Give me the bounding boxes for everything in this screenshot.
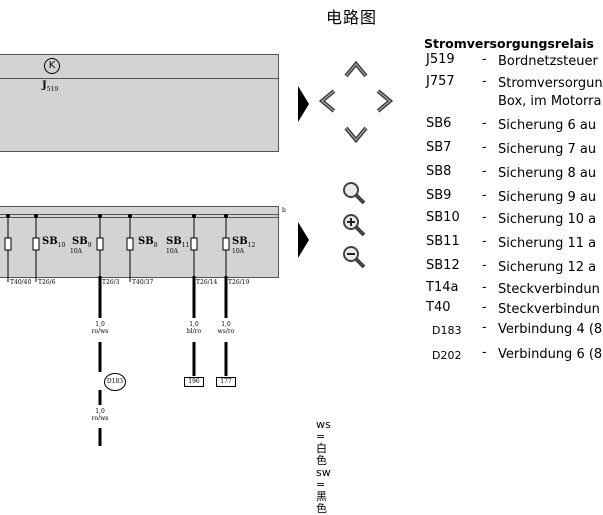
component-description: Bordnetzsteuer (498, 54, 598, 69)
component-description: Steckverbindun (498, 302, 600, 317)
component-description: Box, im Motorra (498, 94, 602, 109)
fuse-label-sb10: SB10 (42, 236, 66, 249)
fuse-rating: 10A (166, 248, 178, 255)
pan-up-icon (344, 60, 368, 78)
separator: - (482, 210, 487, 225)
separator: - (482, 116, 487, 131)
pin-label: T40/37 (132, 279, 154, 286)
component-code: T40 (426, 300, 451, 315)
zoom-button[interactable] (341, 180, 367, 206)
component-code: D202 (432, 349, 462, 362)
component-code: SB9 (426, 188, 452, 203)
zoom-out-button[interactable] (341, 244, 367, 270)
page-next-icon[interactable] (298, 222, 310, 258)
component-code: D183 (432, 324, 462, 337)
component-description: Sicherung 8 au (498, 166, 597, 181)
fuse-label-sb9: SB9 (72, 236, 92, 249)
pan-right-button[interactable] (372, 88, 398, 114)
separator: - (482, 280, 487, 295)
color-legend: ws = 白色 sw = 黑色 (316, 419, 331, 515)
component-code: T14a (426, 280, 459, 295)
page-next-icon[interactable] (298, 86, 310, 122)
separator: - (482, 52, 487, 67)
zoom-in-icon (343, 214, 366, 237)
pan-right-icon (376, 89, 394, 113)
component-description: Sicherung 11 a (498, 236, 597, 251)
pin-label: T26/6 (38, 279, 56, 286)
component-code: SB6 (426, 116, 452, 131)
page-title: 电路图 (326, 8, 378, 27)
component-code: SB12 (426, 258, 460, 273)
component-code: SB10 (426, 210, 460, 225)
component-description: Verbindung 6 (8 (498, 347, 603, 362)
component-description: Stromversorgun (498, 76, 603, 91)
separator: - (482, 300, 487, 315)
separator: - (482, 234, 487, 249)
pin-label: T40/40 (10, 279, 32, 286)
fuse-label-sb12: SB12 (232, 236, 256, 249)
component-description: Sicherung 10 a (498, 212, 597, 227)
wiring-svg (4, 214, 230, 446)
zoom-out-icon (343, 246, 366, 269)
component-description: Steckverbindun (498, 282, 600, 297)
pin-label: T26/14 (196, 279, 218, 286)
separator: - (482, 74, 487, 89)
reference-box[interactable]: 196 (184, 377, 204, 387)
zoom-in-button[interactable] (341, 212, 367, 238)
pin-label: T26/19 (228, 279, 250, 286)
component-code: SB11 (426, 234, 460, 249)
component-label: J519 (42, 80, 59, 93)
fuse-box (0, 206, 279, 278)
zoom-icon (343, 182, 366, 205)
pan-left-icon (318, 89, 336, 113)
separator: - (482, 345, 487, 360)
component-code: SB7 (426, 140, 452, 155)
fuse-rating: 10A (232, 248, 244, 255)
circuit-diagram[interactable]: K J519 b (0, 0, 331, 515)
component-description: Sicherung 7 au (498, 142, 597, 157)
component-description: Sicherung 9 au (498, 190, 597, 205)
table-title: Stromversorgungsrelais (424, 36, 594, 51)
legend-item: sw = 黑色 (316, 466, 331, 515)
component-code: J757 (426, 74, 455, 89)
reference-box[interactable]: 177 (216, 377, 236, 387)
connection-node-d183[interactable]: D183 (104, 373, 126, 391)
pan-left-button[interactable] (314, 88, 340, 114)
pan-down-icon (344, 126, 368, 144)
component-description: Sicherung 12 a (498, 260, 597, 275)
separator: - (482, 140, 487, 155)
separator: - (482, 188, 487, 203)
component-code: J519 (426, 52, 455, 67)
fuse-rating: 10A (70, 248, 82, 255)
legend-item: ws = 白色 (316, 418, 331, 467)
component-description: Sicherung 6 au (498, 118, 597, 133)
pan-up-button[interactable] (343, 56, 369, 82)
fuse-label-sb8: SB8 (138, 236, 158, 249)
pin-label: T26/3 (102, 279, 120, 286)
component-symbol: K (44, 58, 60, 74)
separator: - (482, 164, 487, 179)
bus-label: b (282, 207, 286, 214)
fuse-label-sb11: SB11 (166, 236, 190, 249)
component-code: SB8 (426, 164, 452, 179)
separator: - (482, 258, 487, 273)
separator: - (482, 320, 487, 335)
pan-down-button[interactable] (343, 122, 369, 148)
component-description: Verbindung 4 (8 (498, 322, 603, 337)
